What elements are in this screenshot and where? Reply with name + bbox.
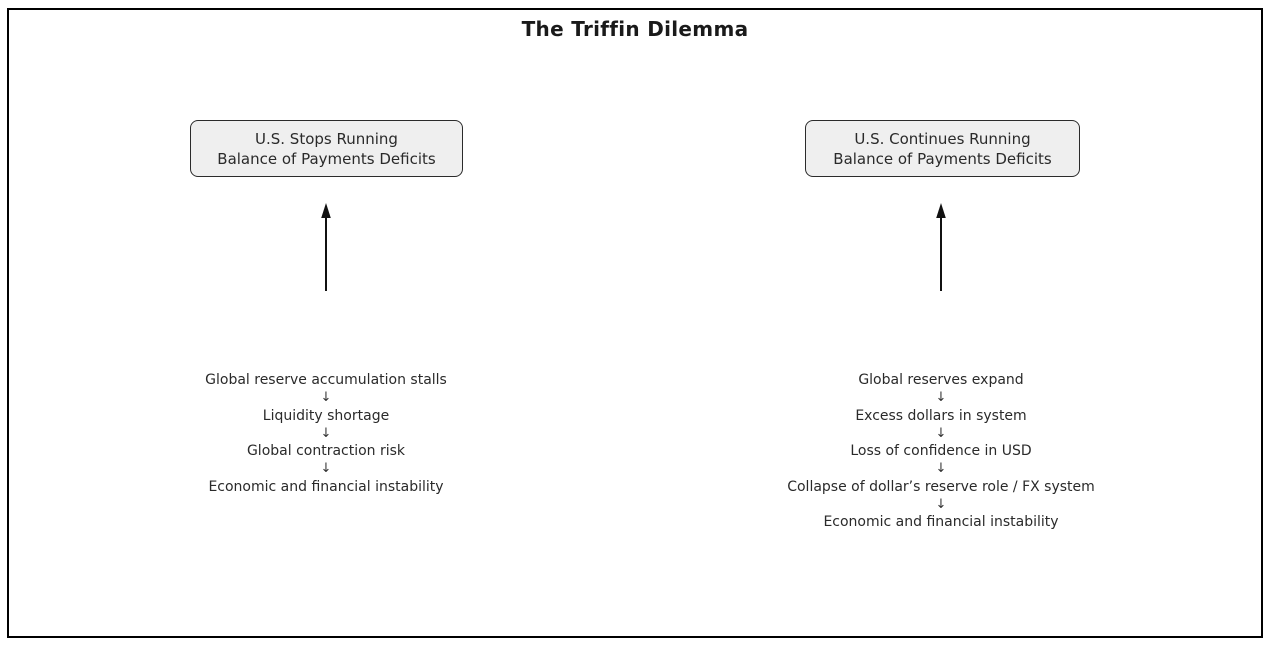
down-arrow-icon: ↓ (320, 425, 332, 441)
up-arrow-icon (321, 203, 331, 291)
right-consequence-chain: Global reserves expand ↓ Excess dollars … (721, 371, 1161, 531)
chain-step: Global contraction risk (246, 443, 406, 459)
chain-step: Excess dollars in system (855, 407, 1027, 424)
down-arrow-icon: ↓ (935, 425, 947, 441)
left-consequence-chain: Global reserve accumulation stalls ↓ Liq… (106, 371, 546, 496)
down-arrow-icon: ↓ (320, 461, 332, 476)
node-label: U.S. Continues Running Balance of Paymen… (833, 129, 1052, 168)
chain-step: Global reserves expand (858, 372, 1024, 388)
chain-step: Loss of confidence in USD (850, 443, 1032, 459)
down-arrow-icon: ↓ (320, 390, 332, 405)
chain-step: Collapse of dollar’s reserve role / FX s… (787, 478, 1095, 495)
down-arrow-icon: ↓ (935, 461, 947, 476)
down-arrow-icon: ↓ (935, 390, 947, 405)
diagram-title: The Triffin Dilemma (521, 17, 749, 41)
diagram-border-frame (7, 8, 1263, 638)
chain-step: Liquidity shortage (262, 407, 390, 424)
up-arrow-icon (936, 203, 946, 291)
chain-step: Economic and financial instability (823, 514, 1059, 530)
node-label: U.S. Stops Running Balance of Payments D… (217, 129, 436, 168)
chain-step: Economic and financial instability (208, 478, 444, 495)
node-us-continues-deficits: U.S. Continues Running Balance of Paymen… (805, 120, 1080, 177)
down-arrow-icon: ↓ (935, 496, 947, 512)
node-us-stops-deficits: U.S. Stops Running Balance of Payments D… (190, 120, 463, 177)
chain-step: Global reserve accumulation stalls (205, 372, 447, 388)
